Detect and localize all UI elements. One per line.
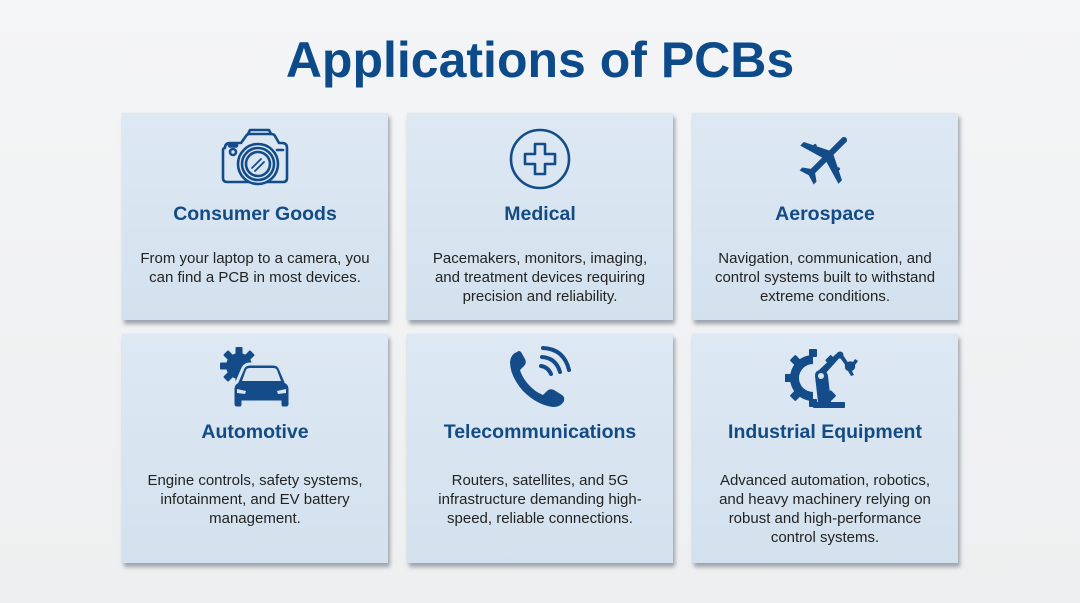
robot-arm-gear-icon — [785, 347, 865, 409]
card-automotive: Automotive Engine controls, safety syste… — [122, 334, 388, 563]
card-telecommunications: Telecommunications Routers, satellites, … — [407, 334, 673, 563]
page-title: Applications of PCBs — [285, 32, 795, 88]
card-description: Pacemakers, monitors, imaging, and treat… — [432, 250, 648, 305]
card-heading: Aerospace — [775, 203, 875, 225]
car-gear-icon — [215, 347, 295, 410]
airplane-icon — [785, 128, 865, 190]
card-aerospace: Aerospace Navigation, communication, and… — [692, 113, 958, 320]
card-description: Navigation, communication, and control s… — [714, 250, 936, 305]
card-heading: Industrial Equipment — [728, 421, 922, 443]
card-description: From your laptop to a camera, you can fi… — [140, 250, 370, 286]
card-description: Advanced automation, robotics, and heavy… — [719, 472, 931, 546]
card-medical: Medical Pacemakers, monitors, imaging, a… — [407, 113, 673, 320]
card-heading: Automotive — [201, 421, 309, 443]
card-description: Engine controls, safety systems, infotai… — [147, 472, 363, 527]
card-heading: Consumer Goods — [173, 203, 337, 225]
camera-icon — [215, 128, 295, 190]
medical-cross-icon — [500, 128, 580, 190]
phone-signal-icon — [500, 346, 580, 409]
card-consumer-goods: Consumer Goods From your laptop to a cam… — [122, 113, 388, 320]
card-heading: Telecommunications — [443, 421, 637, 443]
card-industrial-equipment: Industrial Equipment Advanced automation… — [692, 334, 958, 563]
card-heading: Medical — [504, 203, 576, 225]
card-description: Routers, satellites, and 5G infrastructu… — [438, 472, 642, 527]
